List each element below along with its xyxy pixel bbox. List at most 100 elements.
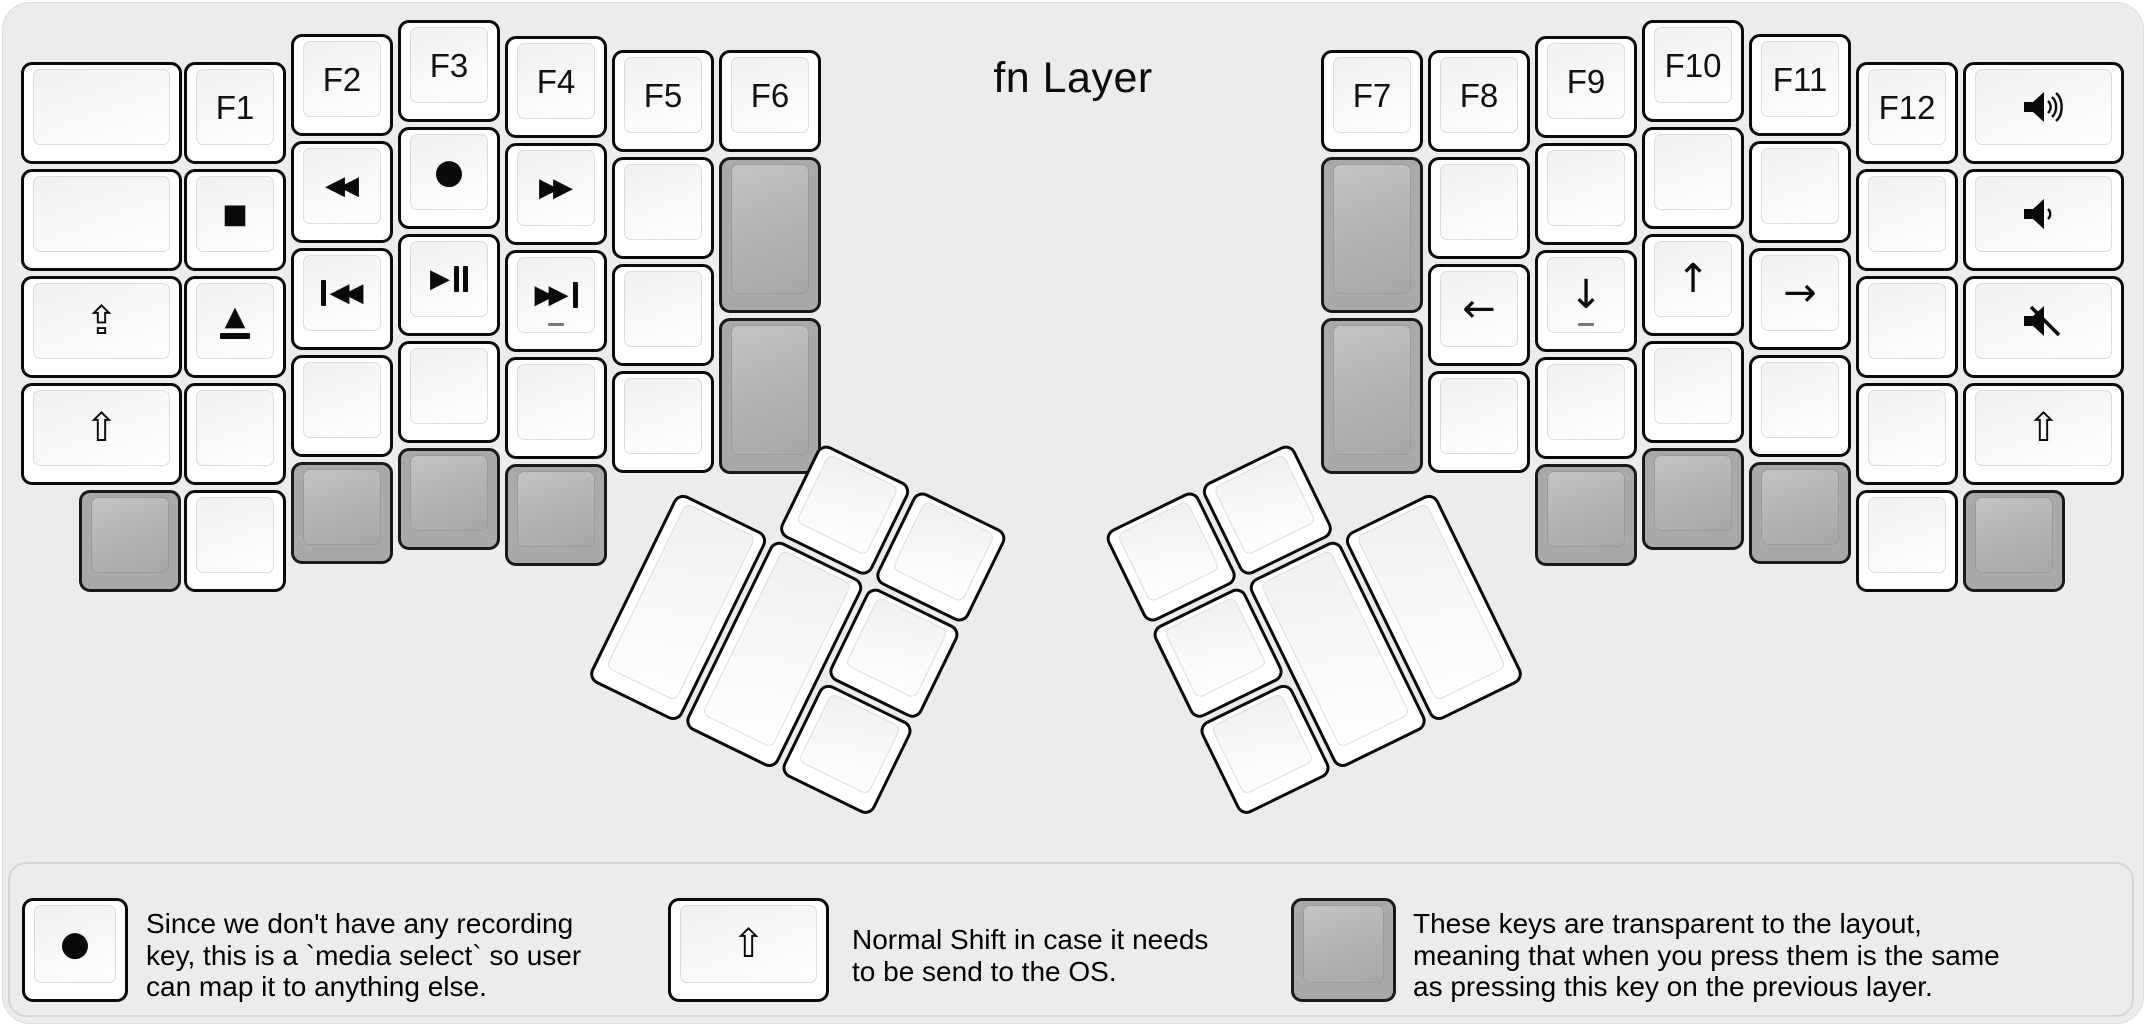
key-blank-l5-r3[interactable]: [612, 264, 714, 366]
key-transparent-l4-r5[interactable]: [505, 464, 607, 566]
key-f6[interactable]: F6: [719, 50, 821, 152]
key-blank-l0-r1[interactable]: [21, 62, 182, 164]
key-f2[interactable]: F2: [291, 34, 393, 136]
key-legend-shift-key: ⇧: [668, 898, 829, 1002]
key-blank-l1-r4[interactable]: [184, 383, 286, 485]
key-arrow-left[interactable]: ←: [1428, 264, 1530, 366]
key-blank-r3-r4[interactable]: [1642, 341, 1744, 443]
keytop: ⇧: [33, 390, 170, 466]
keytop: [33, 176, 170, 252]
key-transparent-l6-r2[interactable]: [719, 157, 821, 313]
key-f9[interactable]: F9: [1535, 36, 1637, 138]
key-f7[interactable]: F7: [1321, 50, 1423, 152]
key-blank-r4-r4[interactable]: [1749, 355, 1851, 457]
key-prev-track[interactable]: ◀◀: [291, 248, 393, 350]
key-blank-l5-r2[interactable]: [612, 157, 714, 259]
key-volume-up[interactable]: [1963, 62, 2124, 164]
key-transparent-r6-r5[interactable]: [1963, 490, 2065, 592]
shift-icon: ⇧: [84, 405, 119, 451]
key-caps-lock[interactable]: ⇪: [21, 276, 182, 378]
keytop: [1654, 348, 1732, 424]
keytop: [1761, 148, 1839, 224]
keytop: [624, 271, 702, 347]
legend-text-normal-shift: Normal Shift in case it needs to be send…: [852, 924, 1208, 987]
key-blank-l5-r4[interactable]: [612, 371, 714, 473]
key-f4[interactable]: F4: [505, 36, 607, 138]
key-media-select[interactable]: ●: [398, 127, 500, 229]
keytop: [1547, 150, 1625, 226]
key-arrow-up[interactable]: ↑: [1642, 234, 1744, 336]
keytop: [303, 469, 381, 545]
play-pause-icon: ▶: [430, 266, 468, 292]
key-blank-r1-r4[interactable]: [1428, 371, 1530, 473]
key-arrow-down[interactable]: ↓: [1535, 250, 1637, 352]
key-legend-record-key: ●: [22, 898, 128, 1002]
legend-line: Normal Shift in case it needs: [852, 924, 1209, 955]
stop-icon: ■: [222, 198, 248, 230]
key-blank-r2-r4[interactable]: [1535, 357, 1637, 459]
key-transparent-r0-r2[interactable]: [1321, 157, 1423, 313]
key-transparent-r2-r5[interactable]: [1535, 464, 1637, 566]
keytop: [1547, 471, 1625, 547]
key-eject[interactable]: ▲: [184, 276, 286, 378]
key-blank-r5-r3[interactable]: [1856, 276, 1958, 378]
keytop: ⇪: [33, 283, 170, 359]
key-shift-left[interactable]: ⇧: [21, 383, 182, 485]
key-f5[interactable]: F5: [612, 50, 714, 152]
key-transparent-r4-r5[interactable]: [1749, 462, 1851, 564]
key-transparent-r3-r5[interactable]: [1642, 448, 1744, 550]
key-blank-r5-r2[interactable]: [1856, 169, 1958, 271]
play-icon: ▶: [430, 264, 450, 294]
key-transparent-r0-r3[interactable]: [1321, 318, 1423, 474]
key-transparent-l0-r5[interactable]: [79, 490, 181, 592]
keytop: F11: [1761, 41, 1839, 117]
key-f10[interactable]: F10: [1642, 20, 1744, 122]
key-label: F10: [1664, 46, 1722, 84]
key-label: F6: [750, 76, 790, 114]
key-rewind[interactable]: ◀◀: [291, 141, 393, 243]
key-blank-r3-r2[interactable]: [1642, 127, 1744, 229]
keytop: F9: [1547, 43, 1625, 119]
keytop: [1975, 497, 2053, 573]
key-blank-r2-r2[interactable]: [1535, 143, 1637, 245]
key-transparent-l3-r5[interactable]: [398, 448, 500, 550]
shift-icon: ⇧: [2026, 405, 2061, 451]
key-label: F5: [643, 76, 683, 114]
key-blank-r1-r2[interactable]: [1428, 157, 1530, 259]
key-transparent-l6-r3[interactable]: [719, 318, 821, 474]
key-shift-right[interactable]: ⇧: [1963, 383, 2124, 485]
key-blank-l3-r4[interactable]: [398, 341, 500, 443]
key-blank-r4-r2[interactable]: [1749, 141, 1851, 243]
key-play-pause[interactable]: ▶: [398, 234, 500, 336]
keytop: [517, 471, 595, 547]
key-arrow-right[interactable]: →: [1749, 248, 1851, 350]
keytop: F4: [517, 43, 595, 119]
key-fast-forward[interactable]: ▶▶: [505, 143, 607, 245]
key-f1[interactable]: F1: [184, 62, 286, 164]
legend-line: key, this is a `media select` so user: [146, 939, 582, 971]
key-blank-l4-r4[interactable]: [505, 357, 607, 459]
keytop: [1761, 362, 1839, 438]
key-f3[interactable]: F3: [398, 20, 500, 122]
key-next-track[interactable]: ▶▶: [505, 250, 607, 352]
key-f11[interactable]: F11: [1749, 34, 1851, 136]
key-blank-l1-r5[interactable]: [184, 490, 286, 592]
keytop: ▶▶: [517, 257, 595, 333]
key-stop[interactable]: ■: [184, 169, 286, 271]
key-transparent-l2-r5[interactable]: [291, 462, 393, 564]
legend-strip: [8, 862, 2134, 1017]
key-label: F7: [1352, 76, 1392, 114]
key-blank-r5-r4[interactable]: [1856, 383, 1958, 485]
key-f8[interactable]: F8: [1428, 50, 1530, 152]
key-mute[interactable]: [1963, 276, 2124, 378]
key-blank-l0-r2[interactable]: [21, 169, 182, 271]
key-f12[interactable]: F12: [1856, 62, 1958, 164]
key-blank-l2-r4[interactable]: [291, 355, 393, 457]
keytop: F12: [1868, 69, 1946, 145]
keytop: F7: [1333, 57, 1411, 133]
key-blank-r5-r5[interactable]: [1856, 490, 1958, 592]
volume-down-icon: [2023, 199, 2051, 229]
keytop: ●: [410, 134, 488, 210]
keytop: ←: [1440, 271, 1518, 347]
key-volume-down[interactable]: [1963, 169, 2124, 271]
